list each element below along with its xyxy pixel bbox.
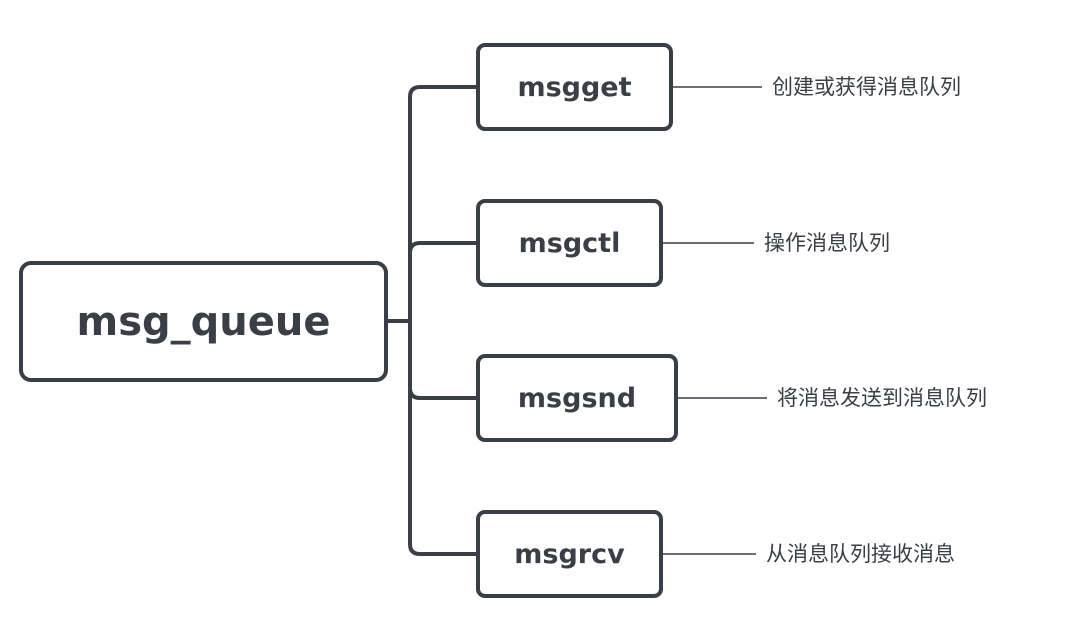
trunk-connector	[408, 85, 476, 556]
node-label: msgctl	[518, 227, 621, 259]
node-msgctl: msgctl	[476, 199, 663, 287]
node-label: msgrcv	[514, 538, 625, 570]
description-msgrcv: 从消息队列接收消息	[766, 542, 955, 566]
node-msgsnd: msgsnd	[476, 354, 678, 442]
description-msgctl: 操作消息队列	[764, 231, 890, 255]
node-label: msgsnd	[517, 382, 637, 414]
description-msgsnd: 将消息发送到消息队列	[777, 386, 987, 410]
branch-connector-msgsnd	[408, 387, 476, 400]
root-node-msg-queue: msg_queue	[19, 261, 388, 382]
branch-connector-msgctl	[408, 241, 476, 254]
node-msgrcv: msgrcv	[476, 510, 663, 598]
node-label: msgget	[517, 71, 632, 103]
description-msgget: 创建或获得消息队列	[772, 75, 961, 99]
root-label: msg_queue	[76, 298, 331, 345]
node-msgget: msgget	[476, 43, 673, 131]
